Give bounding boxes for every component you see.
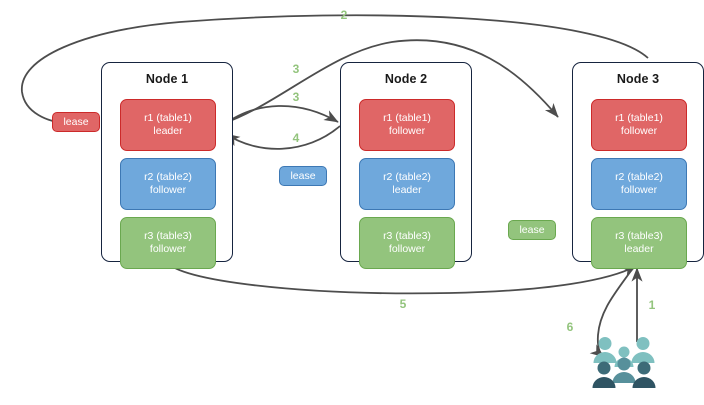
- step-label-6: 6: [566, 320, 574, 334]
- node-1[interactable]: Node 1 r1 (table1) leader r2 (table2) fo…: [101, 62, 233, 269]
- node-1-replica-r3-name: r3 (table3): [144, 229, 192, 242]
- node-3-replica-r1-role: follower: [620, 125, 658, 137]
- node-1-replica-r1[interactable]: r1 (table1) leader: [120, 99, 216, 151]
- users-icon-person-back-left: [593, 337, 617, 363]
- node-3-replica-r2-role: follower: [620, 184, 658, 196]
- node-3-replica-r1-name: r1 (table1): [615, 111, 663, 124]
- users-icon-person-front-left: [592, 361, 616, 388]
- node-3[interactable]: Node 3 r1 (table1) follower r2 (table2) …: [572, 62, 704, 269]
- node-3-replica-r1[interactable]: r1 (table1) follower: [591, 99, 687, 151]
- node-2-replica-r2[interactable]: r2 (table2) leader: [359, 158, 455, 210]
- node-1-title: Node 1: [145, 72, 189, 86]
- step-label-3-long: 3: [292, 62, 300, 76]
- node-2-replica-r1-role: follower: [388, 125, 426, 137]
- step-label-4: 4: [292, 131, 300, 145]
- node-1-replica-r3-role: follower: [149, 243, 187, 255]
- users-icon-person-front-right: [632, 361, 656, 388]
- lease-badge-blue[interactable]: lease: [279, 166, 327, 186]
- node-3-replica-r3[interactable]: r3 (table3) leader: [591, 217, 687, 269]
- node-2-replica-r2-name: r2 (table2): [383, 170, 431, 183]
- lease-badge-green[interactable]: lease: [508, 220, 556, 240]
- step-label-1: 1: [648, 298, 656, 312]
- node-3-replica-r3-name: r3 (table3): [615, 229, 663, 242]
- node-1-replica-r2-role: follower: [149, 184, 187, 196]
- users-icon: [592, 337, 656, 388]
- node-2-title: Node 2: [384, 72, 428, 86]
- edge-4: [225, 125, 341, 150]
- edge-3-short: [221, 105, 339, 127]
- node-3-replica-r3-role: leader: [624, 243, 654, 255]
- node-2-replica-r3-name: r3 (table3): [383, 229, 431, 242]
- node-3-title: Node 3: [616, 72, 660, 86]
- node-2-replica-r3[interactable]: r3 (table3) follower: [359, 217, 455, 269]
- step-label-3-short: 3: [292, 90, 300, 104]
- node-2[interactable]: Node 2 r1 (table1) follower r2 (table2) …: [340, 62, 472, 269]
- node-1-replica-r3[interactable]: r3 (table3) follower: [120, 217, 216, 269]
- node-1-replica-r1-name: r1 (table1): [144, 111, 192, 124]
- node-3-replica-r2-name: r2 (table2): [615, 170, 663, 183]
- node-1-replica-r1-role: leader: [153, 125, 183, 137]
- step-label-5: 5: [399, 297, 407, 311]
- node-1-replica-r2-name: r2 (table2): [144, 170, 192, 183]
- node-2-replica-r2-role: leader: [392, 184, 422, 196]
- node-2-replica-r1[interactable]: r1 (table1) follower: [359, 99, 455, 151]
- node-1-replica-r2[interactable]: r2 (table2) follower: [120, 158, 216, 210]
- node-2-replica-r1-name: r1 (table1): [383, 111, 431, 124]
- users-icon-person-back-right: [631, 337, 655, 363]
- node-2-replica-r3-role: follower: [388, 243, 426, 255]
- node-3-replica-r2[interactable]: r2 (table2) follower: [591, 158, 687, 210]
- lease-badge-red[interactable]: lease: [52, 112, 100, 132]
- step-label-2: 2: [340, 8, 348, 22]
- users-icon-person-front-center: [612, 357, 636, 383]
